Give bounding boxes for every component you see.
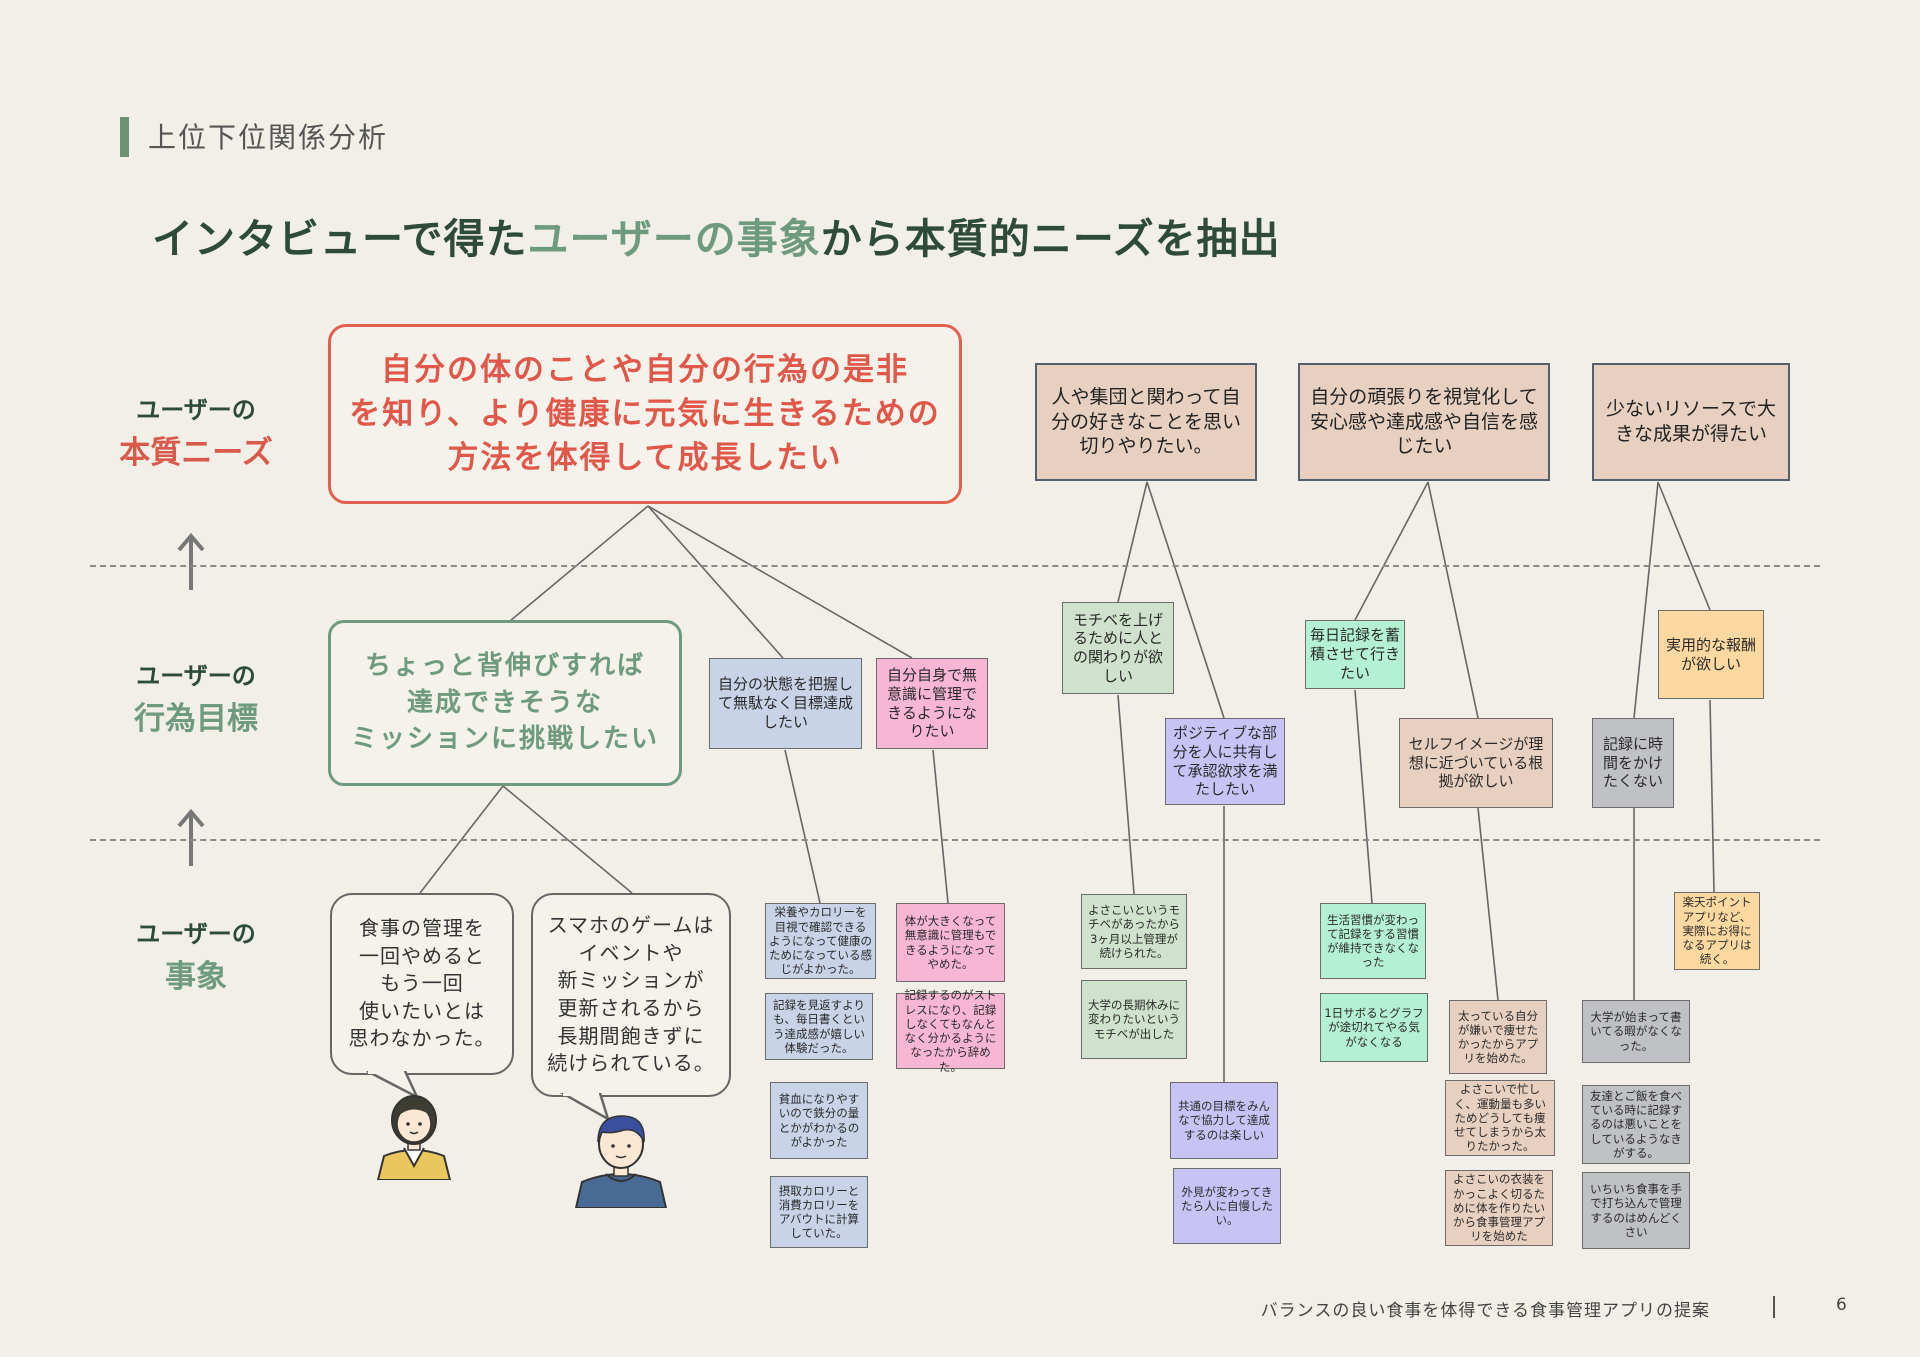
speech-bubble: 食事の管理を 一回やめると もう一回 使いたいとは 思わなかった。	[330, 893, 514, 1075]
bubble-line: イベントや	[578, 940, 684, 965]
row-label-line: ユーザーの	[136, 662, 256, 690]
core-need-box: 自分の体のことや自分の行為の是非 を知り、より健康に元気に生きるための 方法を体…	[328, 324, 962, 504]
row-label-goals: ユーザーの 行為目標	[96, 658, 296, 743]
event-note: 楽天ポイントアプリなど、実際にお得になるアプリは続く。	[1674, 892, 1760, 970]
headline-highlight: ユーザーの事象	[527, 215, 821, 263]
speech-bubble-tail	[560, 1093, 611, 1122]
goal-note: 毎日記録を蓄積させて行きたい	[1305, 620, 1405, 689]
speech-bubble: スマホのゲームは イベントや 新ミッションが 更新されるから 長期間飽きずに 続…	[531, 893, 731, 1097]
core-goal-box: ちょっと背伸びすれば 達成できそうな ミッションに挑戦したい	[328, 620, 682, 786]
core-goal-line: ちょっと背伸びすれば	[364, 650, 645, 681]
headline-part3: から本質的ニーズを抽出	[820, 215, 1281, 263]
event-note: 友達とご飯を食べている時に記録するのは悪いことをしているようなきがする。	[1582, 1085, 1690, 1164]
headline-part1: インタビューで得た	[152, 215, 528, 263]
row-label-events: ユーザーの 事象	[96, 916, 296, 1001]
bubble-line: 食事の管理を	[359, 916, 485, 941]
row-label-title: 行為目標	[134, 701, 258, 738]
bubble-line: 使いたいとは	[359, 998, 485, 1023]
event-note: 大学の長期休みに変わりたいというモチベが出した	[1081, 980, 1187, 1059]
core-goal-line: 達成できそうな	[406, 687, 603, 718]
event-note: 太っている自分が嫌いで痩せたかったからアプリを始めた。	[1449, 1000, 1547, 1074]
core-need-line: 自分の体のことや自分の行為の是非	[381, 351, 909, 388]
man-avatar-icon	[574, 1115, 668, 1208]
event-note: 記録を見返すよりも、毎日書くという達成感が嬉しい体験だった。	[765, 993, 873, 1060]
bubble-line: 新ミッションが	[557, 968, 705, 993]
event-note: よさこいというモチベがあったから3ヶ月以上管理が続けられた。	[1081, 894, 1187, 969]
bubble-line: スマホのゲームは	[547, 913, 715, 938]
footer-separator	[1773, 1296, 1775, 1318]
page-number: 6	[1836, 1295, 1847, 1315]
event-note: 記録するのがストレスになり、記録しなくてもなんとなく分かるようになったから辞めた…	[896, 988, 1005, 1074]
core-need-line: を知り、より健康に元気に生きるための	[349, 395, 941, 432]
event-note: 1日サボるとグラフが途切れてやる気がなくなる	[1320, 993, 1428, 1062]
event-note: 体が大きくなって無意識に管理もできるようになってやめた。	[896, 903, 1005, 982]
event-note: 大学が始まって書いてる暇がなくなった。	[1582, 1000, 1690, 1063]
row-label-title: 事象	[165, 959, 227, 996]
goal-note: 記録に時間をかけたくない	[1592, 718, 1674, 808]
event-note: よさこいの衣装をかっこよく切るために体を作りたいから食事管理アプリを始めた	[1445, 1170, 1553, 1246]
event-note: 貧血になりやすいので鉄分の量とかがわかるのがよかった	[770, 1082, 868, 1159]
goal-note: 自分の状態を把握して無駄なく目標達成したい	[709, 658, 862, 749]
woman-avatar-icon	[376, 1095, 452, 1180]
bubble-line: 更新されるから	[557, 996, 705, 1020]
event-note: 生活習慣が変わって記録をする習慣が維持できなくなった	[1320, 903, 1426, 979]
bubble-line: もう一回	[380, 971, 464, 996]
event-note: いちいち食事を手で打ち込んで管理するのはめんどくさい	[1582, 1172, 1690, 1249]
section-bar	[120, 117, 129, 157]
page-headline: インタビューで得たユーザーの事象から本質的ニーズを抽出	[152, 205, 1281, 265]
row-label-line: ユーザーの	[136, 920, 256, 948]
bubble-line: 一回やめると	[359, 943, 485, 968]
event-note: 摂取カロリーと消費カロリーをアバウトに計算していた。	[770, 1176, 868, 1248]
goal-note: ポジティブな部分を人に共有して承認欲求を満たしたい	[1165, 718, 1285, 805]
up-arrow-icon	[177, 808, 205, 866]
bubble-line: 続けられている。	[547, 1051, 715, 1076]
event-note: 共通の目標をみんなで協力して達成するのは楽しい	[1170, 1082, 1278, 1159]
footer-title: バランスの良い食事を体得できる食事管理アプリの提案	[1260, 1301, 1710, 1321]
row-label-line: ユーザーの	[136, 396, 256, 424]
bubble-line: 長期間飽きずに	[557, 1023, 705, 1048]
event-note: 外見が変わってきたら人に自慢したい。	[1173, 1168, 1281, 1244]
essential-need-box: 自分の頑張りを視覚化して安心感や達成感や自信を感じたい	[1298, 363, 1550, 481]
event-note: よさこいで忙しく、運動量も多いためどうしても痩せてしまうから太りたかった。	[1445, 1080, 1555, 1156]
goal-note: 自分自身で無意識に管理できるようになりたい	[876, 658, 988, 749]
up-arrow-icon	[177, 532, 205, 590]
essential-need-box: 人や集団と関わって自分の好きなことを思い切りやりたい。	[1035, 363, 1257, 481]
goal-note: 実用的な報酬が欲しい	[1658, 610, 1764, 699]
section-title: 上位下位関係分析	[148, 121, 389, 154]
speech-bubble-tail	[366, 1071, 420, 1100]
event-note: 栄養やカロリーを目視で確認できるようになって健康のためになっている感じがよかった…	[765, 903, 876, 979]
core-goal-line: ミッションに挑戦したい	[350, 724, 659, 755]
essential-need-box: 少ないリソースで大きな成果が得たい	[1592, 363, 1790, 481]
row-label-title: 本質ニーズ	[119, 435, 273, 472]
divider-dashed	[90, 839, 1820, 841]
goal-note: セルフイメージが理想に近づいている根拠が欲しい	[1399, 718, 1553, 808]
row-label-needs: ユーザーの 本質ニーズ	[96, 392, 296, 477]
goal-note: モチベを上げるために人との関わりが欲しい	[1062, 602, 1174, 694]
divider-dashed	[90, 565, 1820, 567]
bubble-line: 思わなかった。	[348, 1026, 496, 1051]
core-need-line: 方法を体得して成長したい	[447, 440, 843, 476]
